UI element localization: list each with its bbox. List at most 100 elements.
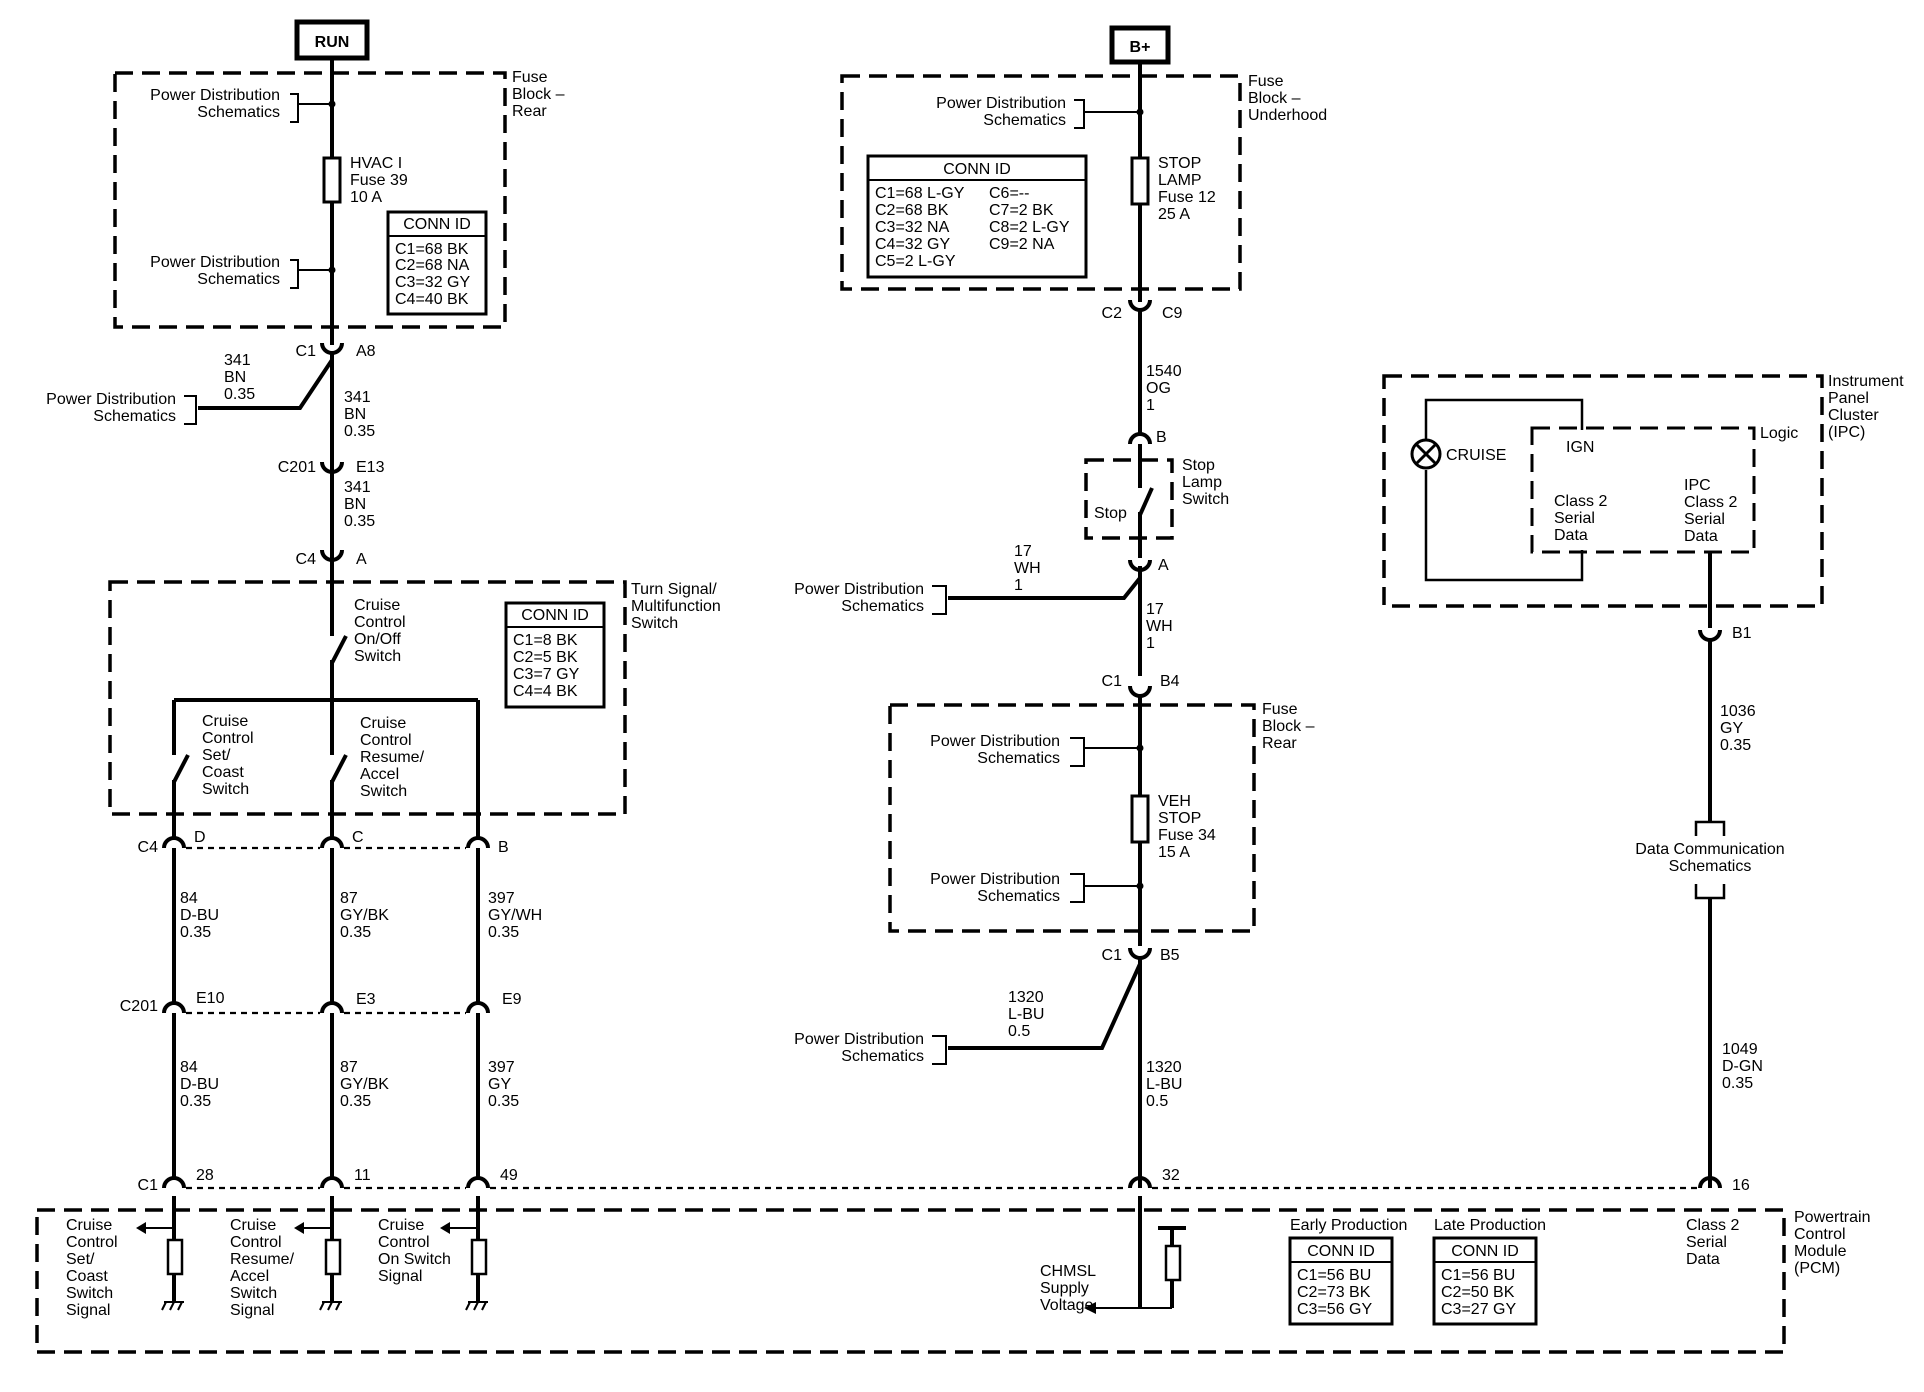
- svg-text:Logic: Logic: [1760, 425, 1798, 442]
- svg-text:GY/BK: GY/BK: [340, 1076, 389, 1093]
- wire-87-b-label: 87 GY/BK 0.35: [340, 1059, 389, 1110]
- power-distribution-tap-7: Power Distribution Schematics: [930, 871, 1144, 905]
- svg-text:Power Distribution: Power Distribution: [930, 733, 1060, 750]
- fuse-block-underhood: [840, 74, 1242, 291]
- svg-text:Signal: Signal: [230, 1302, 274, 1319]
- svg-text:Switch: Switch: [360, 783, 407, 800]
- svg-text:Power Distribution: Power Distribution: [936, 95, 1066, 112]
- svg-text:On/Off: On/Off: [354, 631, 401, 648]
- svg-text:397: 397: [488, 890, 515, 907]
- connector-c1-b4: C1 B4: [1102, 673, 1180, 698]
- svg-text:C4: C4: [296, 551, 317, 568]
- svg-text:GY: GY: [1720, 720, 1743, 737]
- hvac-fuse-l2: Fuse 39: [350, 172, 408, 189]
- fuse-block-underhood-label-1: Fuse: [1248, 73, 1284, 90]
- svg-text:C5=2 L-GY: C5=2 L-GY: [875, 253, 956, 270]
- svg-text:15 A: 15 A: [1158, 844, 1190, 861]
- stop-contact-label: Stop: [1094, 505, 1127, 522]
- svg-text:17: 17: [1014, 543, 1032, 560]
- pcm-label-4: (PCM): [1794, 1260, 1840, 1277]
- svg-text:28: 28: [196, 1167, 214, 1184]
- svg-text:OG: OG: [1146, 380, 1171, 397]
- svg-text:Rear: Rear: [1262, 735, 1297, 752]
- hvac-fuse-l3: 10 A: [350, 189, 382, 206]
- svg-text:Lamp: Lamp: [1182, 474, 1222, 491]
- turn-signal-label-2: Multifunction: [631, 598, 721, 615]
- svg-text:Power Distribution: Power Distribution: [46, 391, 176, 408]
- svg-text:Class 2: Class 2: [1554, 493, 1607, 510]
- svg-text:Fuse: Fuse: [1262, 701, 1298, 718]
- svg-text:Schematics: Schematics: [983, 112, 1066, 129]
- svg-text:341: 341: [344, 479, 371, 496]
- svg-text:16: 16: [1732, 1177, 1750, 1194]
- svg-text:Data: Data: [1554, 527, 1588, 544]
- svg-text:L-BU: L-BU: [1008, 1006, 1044, 1023]
- connector-stop-switch-b: B: [1128, 429, 1167, 446]
- svg-text:1049: 1049: [1722, 1041, 1758, 1058]
- svg-text:C4=32 GY: C4=32 GY: [875, 236, 950, 253]
- svg-text:CONN ID: CONN ID: [1451, 1243, 1519, 1260]
- svg-text:Stop: Stop: [1182, 457, 1215, 474]
- svg-text:C9=2 NA: C9=2 NA: [989, 236, 1055, 253]
- svg-text:Fuse 12: Fuse 12: [1158, 189, 1216, 206]
- svg-text:C1: C1: [1102, 673, 1123, 690]
- turn-signal-label-3: Switch: [631, 615, 678, 632]
- svg-text:Control: Control: [360, 732, 412, 749]
- svg-text:D: D: [194, 829, 206, 846]
- stop-lamp-fuse: [1130, 156, 1150, 206]
- svg-text:Accel: Accel: [230, 1268, 269, 1285]
- svg-text:C2=68 BK: C2=68 BK: [875, 202, 949, 219]
- svg-text:WH: WH: [1014, 560, 1041, 577]
- stop-lamp-switch-box: [1084, 458, 1174, 540]
- wire-84-b-label: 84 D-BU 0.35: [180, 1059, 219, 1110]
- svg-text:C1=56 BU: C1=56 BU: [1297, 1267, 1371, 1284]
- svg-text:Block –: Block –: [1262, 718, 1315, 735]
- pcm-label-1: Powertrain: [1794, 1209, 1870, 1226]
- svg-text:On Switch: On Switch: [378, 1251, 451, 1268]
- pcm-class2-data: Class 2 Serial Data: [1686, 1217, 1739, 1268]
- wire-1540-label: 1540 OG 1: [1146, 363, 1182, 414]
- svg-text:Control: Control: [66, 1234, 118, 1251]
- power-distribution-tap-4: Power Distribution Schematics: [936, 95, 1144, 129]
- svg-text:Resume/: Resume/: [230, 1251, 295, 1268]
- svg-text:B4: B4: [1160, 673, 1180, 690]
- svg-text:C1: C1: [138, 1177, 159, 1194]
- svg-text:Data Communication: Data Communication: [1635, 841, 1784, 858]
- svg-text:Supply: Supply: [1040, 1280, 1089, 1297]
- svg-text:Serial: Serial: [1684, 511, 1725, 528]
- svg-text:C2=50 BK: C2=50 BK: [1441, 1284, 1515, 1301]
- wire-397-b-label: 397 GY 0.35: [488, 1059, 519, 1110]
- pd-label-1b: Schematics: [197, 104, 280, 121]
- svg-text:1: 1: [1146, 635, 1155, 652]
- svg-text:Accel: Accel: [360, 766, 399, 783]
- svg-text:CONN ID: CONN ID: [403, 216, 471, 233]
- svg-text:0.35: 0.35: [340, 924, 371, 941]
- svg-text:GY/WH: GY/WH: [488, 907, 542, 924]
- ipc-class2-left: Class 2 Serial Data: [1554, 493, 1607, 544]
- svg-text:Fuse 34: Fuse 34: [1158, 827, 1216, 844]
- svg-text:B: B: [498, 839, 509, 856]
- svg-text:0.35: 0.35: [488, 1093, 519, 1110]
- conn-id-turn-signal-table: CONN ID C1=8 BK C2=5 BK C3=7 GY C4=4 BK: [504, 601, 606, 709]
- svg-text:Cruise: Cruise: [360, 715, 406, 732]
- svg-text:C8=2 L-GY: C8=2 L-GY: [989, 219, 1070, 236]
- fuse-block-rear-top-label-2: Block –: [512, 86, 565, 103]
- pcm-input-on: Cruise Control On Switch Signal: [378, 1196, 488, 1311]
- svg-text:C201: C201: [120, 998, 158, 1015]
- svg-text:IPC: IPC: [1684, 477, 1711, 494]
- veh-stop-fuse: [1130, 794, 1150, 844]
- pd-label-2a: Power Distribution: [150, 254, 280, 271]
- svg-text:BN: BN: [224, 369, 246, 386]
- svg-text:Control: Control: [354, 614, 406, 631]
- resume-accel-switch: [330, 754, 348, 783]
- svg-text:Cruise: Cruise: [230, 1217, 276, 1234]
- svg-text:1: 1: [1014, 577, 1023, 594]
- svg-text:Data: Data: [1686, 1251, 1720, 1268]
- ipc-class2-right: IPC Class 2 Serial Data: [1684, 477, 1737, 545]
- svg-text:84: 84: [180, 890, 198, 907]
- run-source-label: RUN: [315, 34, 350, 51]
- wire-1036-label: 1036 GY 0.35: [1720, 703, 1756, 754]
- svg-text:WH: WH: [1146, 618, 1173, 635]
- svg-text:Power Distribution: Power Distribution: [794, 581, 924, 598]
